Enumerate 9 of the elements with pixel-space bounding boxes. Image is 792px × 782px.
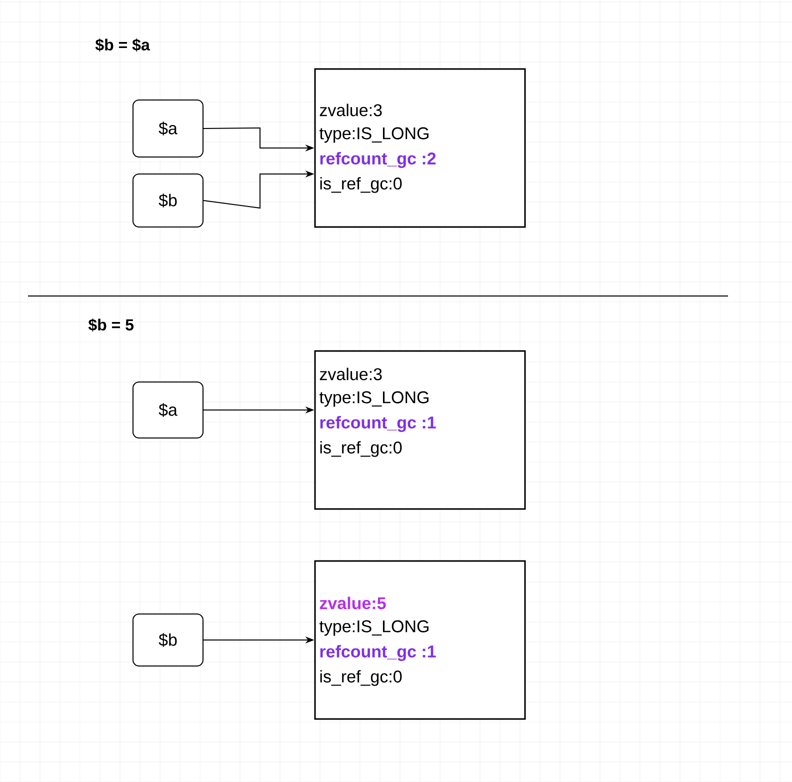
variable-box: $a: [132, 100, 204, 158]
section-heading: $b = $a: [95, 38, 150, 52]
memory-box: zvalue:3 type:IS_LONG refcount_gc :2 is_ref_gc:0: [314, 68, 526, 228]
variable-box: $a: [132, 382, 204, 438]
section-heading: $b = 5: [88, 318, 134, 332]
memory-box: zvalue:5 type:IS_LONG refcount_gc :1 is_ref_gc:0: [314, 560, 526, 720]
memory-box: zvalue:3 type:IS_LONG refcount_gc :1 is_ref_gc:0: [314, 350, 526, 510]
variable-box: $b: [132, 174, 204, 228]
variable-box: $b: [132, 614, 204, 666]
